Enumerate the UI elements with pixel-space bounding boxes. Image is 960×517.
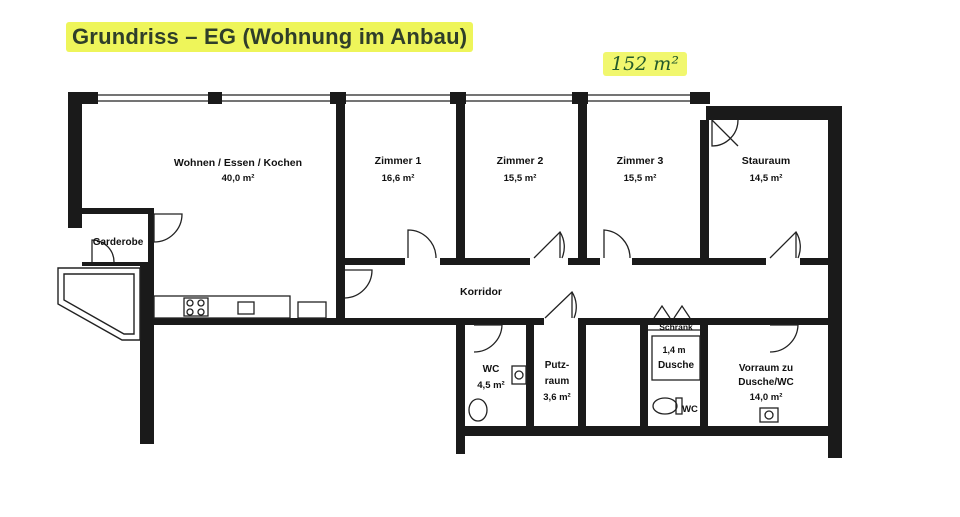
- room-area-vorraum: 14,0 m²: [750, 392, 783, 403]
- room-name-wc: WC: [483, 364, 500, 375]
- kitchen-counter: [153, 295, 327, 319]
- exterior-walls: [68, 92, 842, 458]
- room-area-zimmer2: 15,5 m²: [504, 173, 537, 184]
- room-name-korridor: Korridor: [460, 286, 502, 298]
- room-area-zimmer3: 15,5 m²: [624, 173, 657, 184]
- room-area-wohnen: 40,0 m²: [222, 173, 255, 184]
- handwritten-area-note: 152 m²: [603, 52, 687, 76]
- room-area-zimmer1: 16,6 m²: [382, 173, 415, 184]
- room-name-zimmer3: Zimmer 3: [617, 155, 664, 167]
- doors: [91, 119, 801, 353]
- room-labels: Wohnen / Essen / Kochen 40,0 m² Zimmer 1…: [93, 155, 794, 415]
- room-area-putzraum: 3,6 m²: [543, 392, 570, 403]
- room-name-zimmer2: Zimmer 2: [497, 155, 544, 167]
- room-name-vorraum-1: Vorraum zu: [739, 363, 793, 374]
- sanitary-fixtures: [468, 329, 779, 423]
- room-name-putzraum-1: Putz-: [545, 360, 569, 371]
- room-name-putzraum-2: raum: [545, 376, 570, 387]
- interior-walls: [82, 104, 828, 454]
- room-name-schrank: Schrank: [659, 322, 693, 332]
- room-size-dusche: 1,4 m: [662, 345, 685, 355]
- room-name-stauraum: Stauraum: [742, 155, 790, 167]
- plan-title: Grundriss – EG (Wohnung im Anbau): [66, 22, 474, 52]
- room-area-stauraum: 14,5 m²: [750, 173, 783, 184]
- bay-window: [57, 267, 141, 341]
- room-name-wc2: WC: [682, 404, 698, 415]
- room-name-wohnen: Wohnen / Essen / Kochen: [174, 157, 302, 169]
- room-name-dusche: Dusche: [658, 360, 695, 371]
- room-name-garderobe: Garderobe: [93, 237, 144, 248]
- room-area-wc: 4,5 m²: [477, 380, 504, 391]
- room-name-vorraum-2: Dusche/WC: [738, 377, 794, 388]
- room-name-zimmer1: Zimmer 1: [375, 155, 422, 167]
- windows: [98, 94, 690, 102]
